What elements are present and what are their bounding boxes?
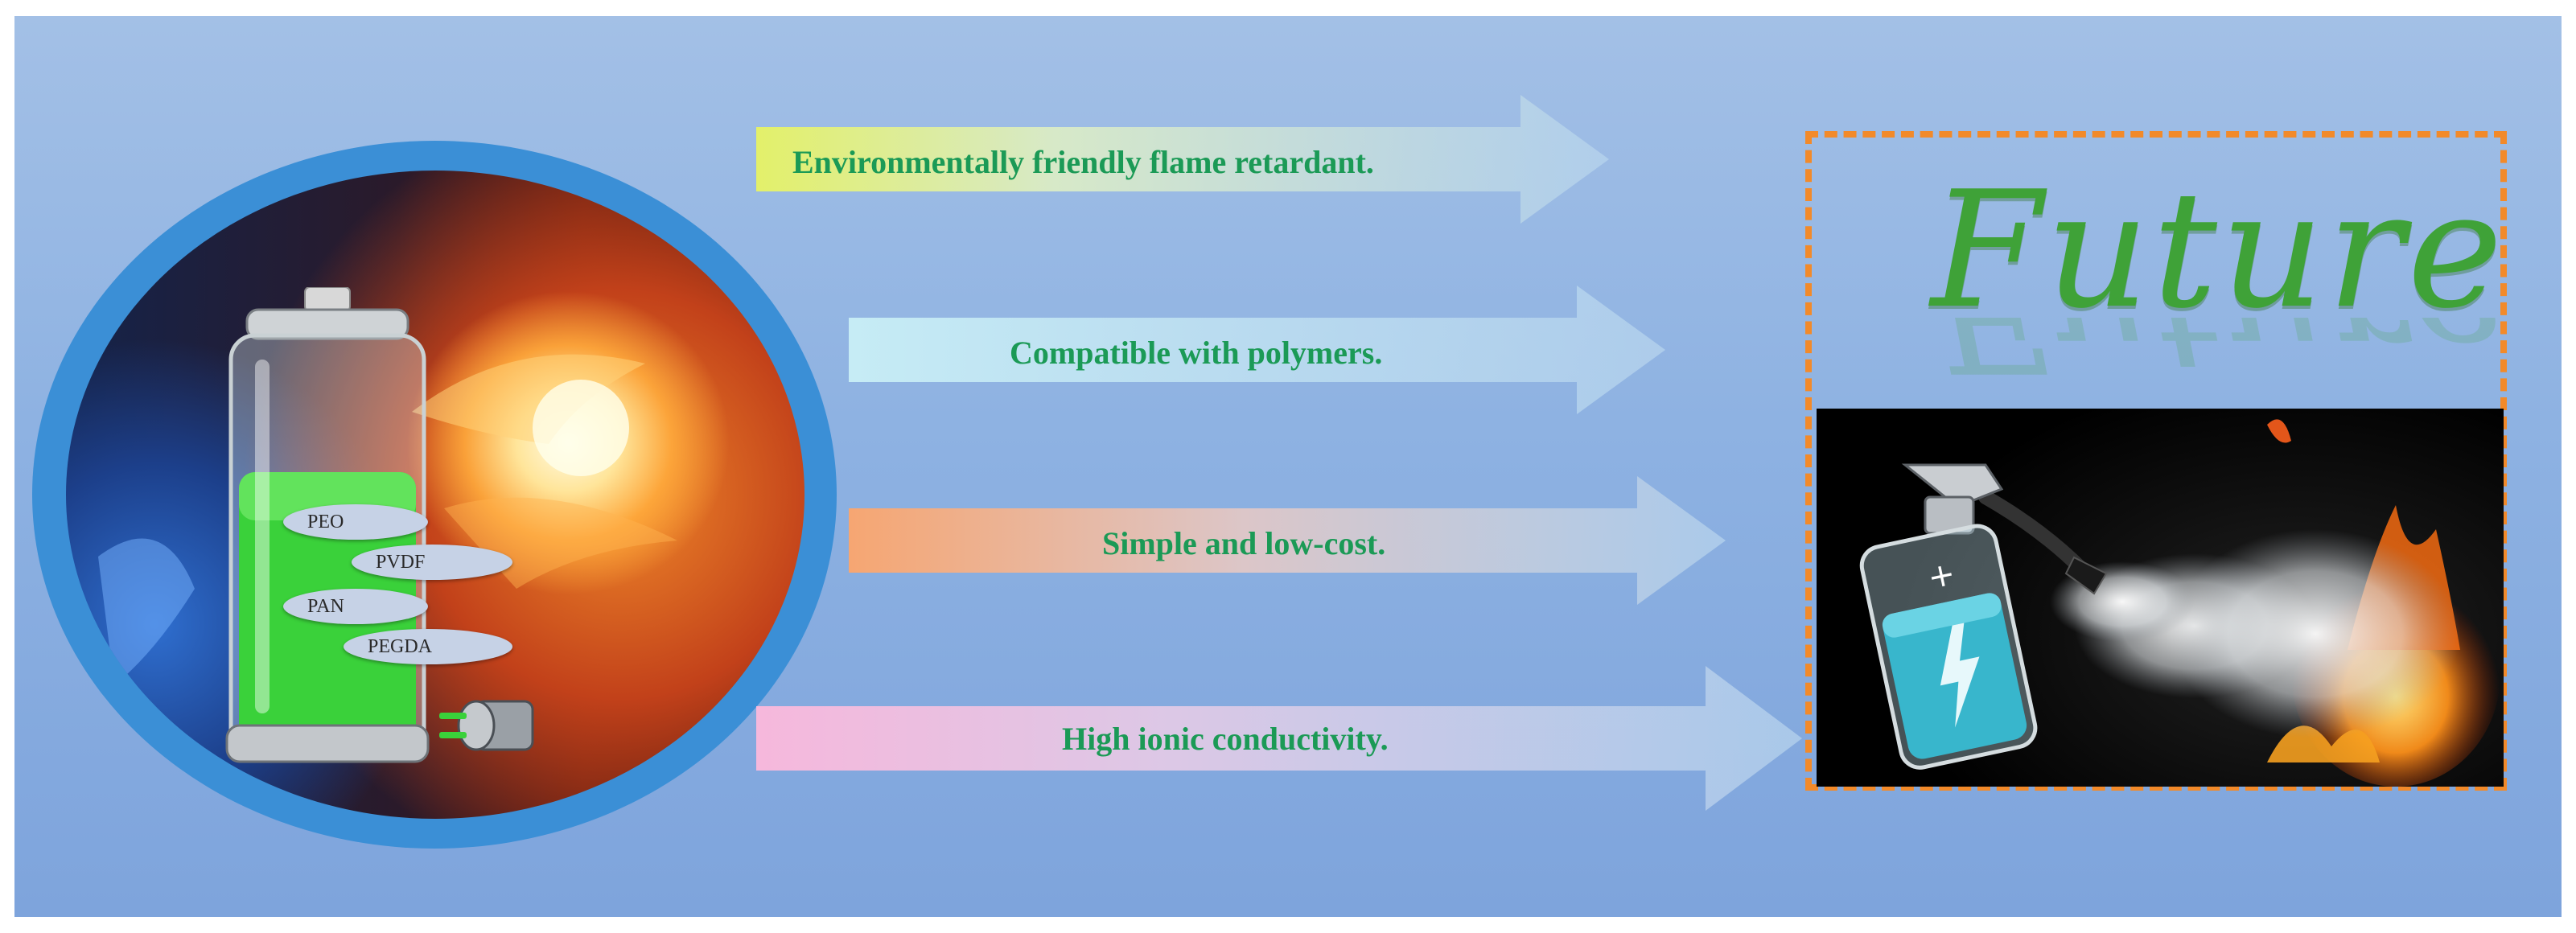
plug-icon	[439, 700, 534, 751]
lightning-icon	[1940, 623, 1980, 728]
benefit-label-4: High ionic conductivity.	[1062, 721, 1389, 757]
smoke-graphic	[1978, 419, 2500, 787]
benefit-label-3: Simple and low-cost.	[1102, 525, 1386, 561]
polymer-label-pan: PAN	[283, 589, 428, 624]
benefit-label-1: Environmentally friendly flame retardant…	[792, 144, 1374, 180]
benefit-arrow-3	[849, 476, 1726, 605]
benefit-arrow-2	[849, 286, 1665, 414]
polymer-label-peo: PEO	[283, 504, 428, 540]
battery-circle-image: PEO PVDF PAN PEGDA	[66, 171, 804, 819]
benefit-arrow-1	[756, 95, 1609, 224]
benefit-label-2: Compatible with polymers.	[1010, 335, 1383, 371]
polymer-label-pvdf: PVDF	[352, 545, 512, 580]
benefit-arrow-4	[756, 666, 1802, 811]
polymer-label-pegda: PEGDA	[344, 629, 512, 664]
future-title: Future	[1931, 157, 2506, 344]
future-title-reflection: Future	[1931, 318, 2506, 406]
extinguisher-image: +	[1817, 409, 2504, 787]
future-frame	[1805, 131, 2507, 791]
fire-extinguisher-icon: +	[1859, 463, 2038, 770]
